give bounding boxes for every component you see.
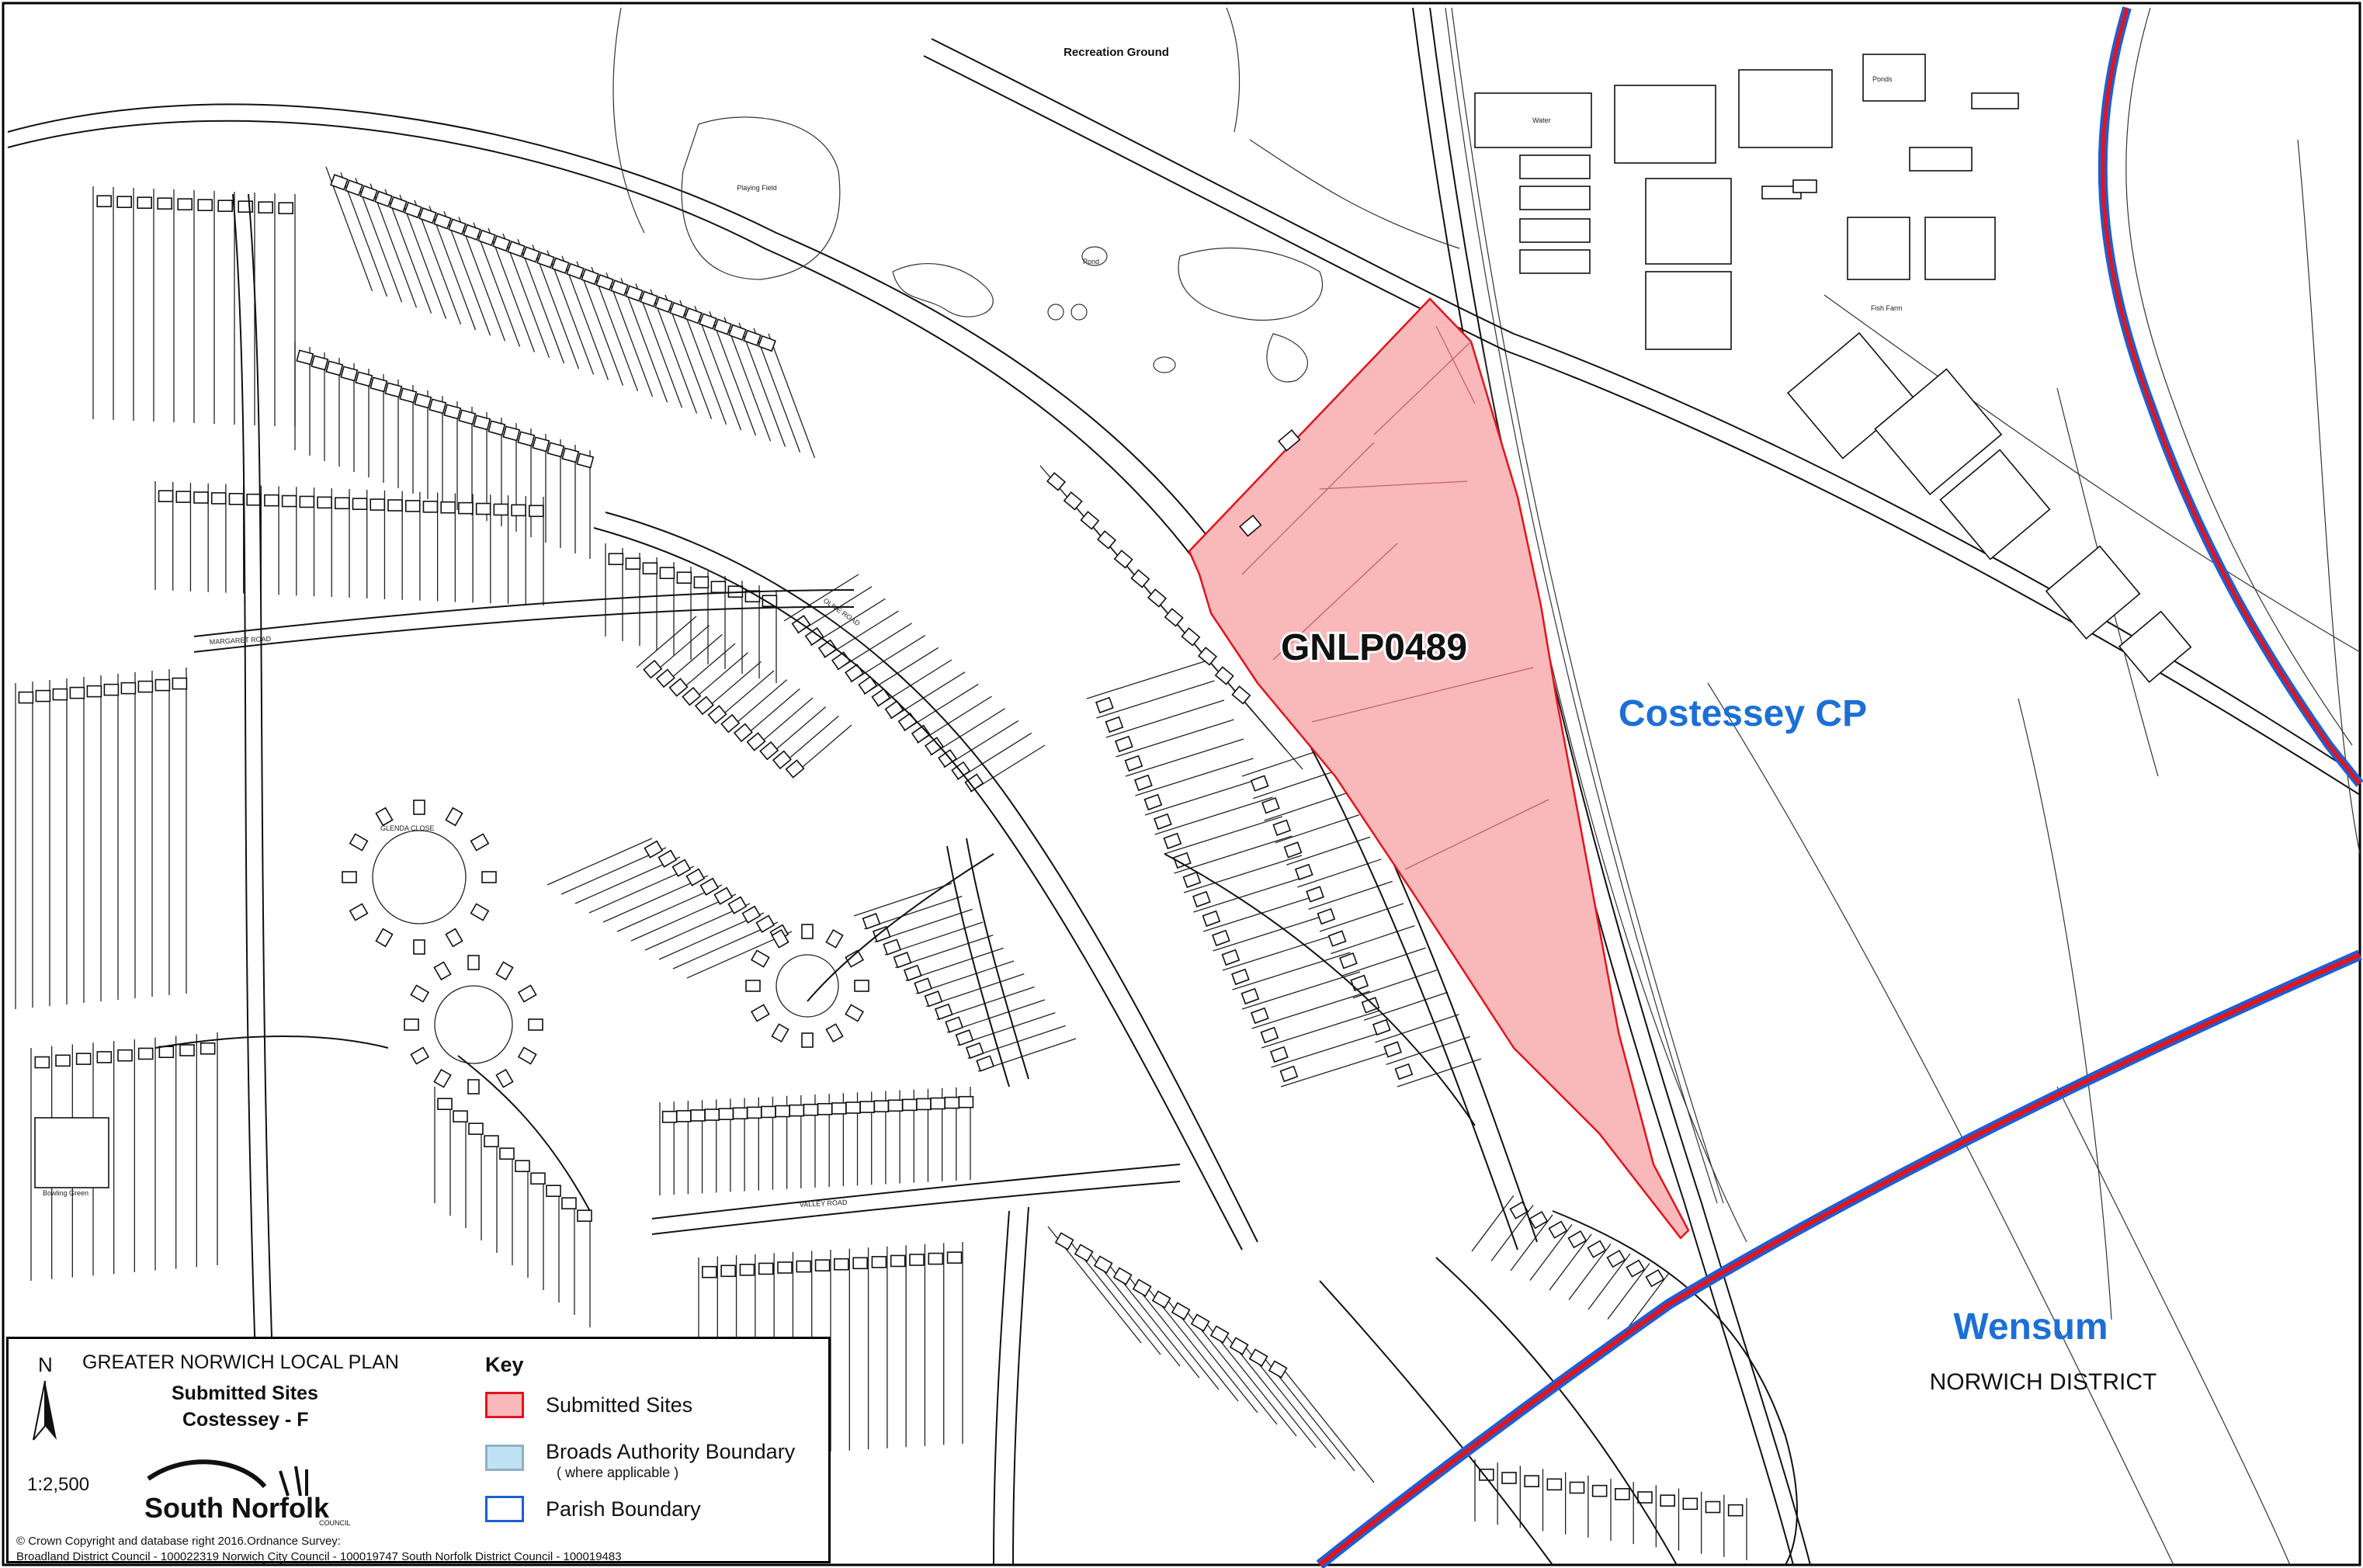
legend-subtitle: Submitted Sites <box>172 1382 318 1404</box>
norwich-district-label: NORWICH DISTRICT <box>1930 1369 2157 1395</box>
wensum-label: Wensum <box>1953 1306 2108 1348</box>
costessey-cp-label: Costessey CP <box>1619 693 1867 734</box>
submitted-site-gnlp0489[interactable] <box>1188 297 1690 1240</box>
pond-label: Pond <box>1083 258 1099 265</box>
recreation-ground-label: Recreation Ground <box>1064 46 1169 59</box>
railway-corridor <box>923 7 2361 1566</box>
playing-field-label: Playing Field <box>737 184 777 192</box>
key-swatch-broads-boundary <box>485 1445 524 1471</box>
logo-subtext: COUNCIL <box>319 1519 351 1527</box>
building-footprints <box>18 174 1744 1517</box>
north-label: N <box>38 1353 53 1376</box>
south-norfolk-logo-icon: South Norfolk <box>144 1459 330 1524</box>
map-legend: N GREATER NORWICH LOCAL PLAN Submitted S… <box>6 1337 831 1563</box>
plan-title: GREATER NORWICH LOCAL PLAN <box>82 1351 399 1373</box>
valley-road-label: VALLEY ROAD <box>800 1199 848 1209</box>
scale-label: 1:2,500 <box>27 1474 90 1495</box>
site-id-label: GNLP0489 <box>1281 627 1467 668</box>
key-note-broads-boundary: ( where applicable ) <box>557 1465 679 1480</box>
bowling-green <box>34 1117 109 1188</box>
glenda-close-label: GLENDA CLOSE <box>380 824 435 832</box>
legend-area: Costessey - F <box>182 1409 309 1431</box>
logo-text: South Norfolk <box>144 1492 330 1524</box>
olive-road-label: OLIVE ROAD <box>822 596 862 627</box>
water-label: Water <box>1532 116 1551 124</box>
margaret-road-label: MARGARET ROAD <box>210 635 272 646</box>
key-label-parish-boundary: Parish Boundary <box>546 1497 701 1521</box>
key-label-broads-boundary: Broads Authority Boundary <box>546 1440 796 1463</box>
copyright-line-1: © Crown Copyright and database right 201… <box>16 1535 341 1548</box>
parish-boundary <box>1316 6 2363 1568</box>
road-network <box>7 103 1798 1566</box>
key-title: Key <box>485 1353 524 1376</box>
water-tanks: Water Fish Farm Ponds Pond <box>1083 54 2192 683</box>
recreation-ground: Playing Field Recreation Ground <box>612 7 1240 280</box>
bowling-green-label: Bowling Green <box>43 1189 88 1197</box>
key-label-submitted-sites: Submitted Sites <box>546 1393 693 1417</box>
key-swatch-parish-boundary <box>485 1496 524 1522</box>
north-arrow-icon <box>33 1380 57 1441</box>
copyright-line-2: Broadland District Council - 100022319 N… <box>16 1550 622 1563</box>
ponds-label: Ponds <box>1872 75 1893 83</box>
key-swatch-submitted-sites <box>485 1392 524 1418</box>
fish-farm-label: Fish Farm <box>1871 304 1903 312</box>
